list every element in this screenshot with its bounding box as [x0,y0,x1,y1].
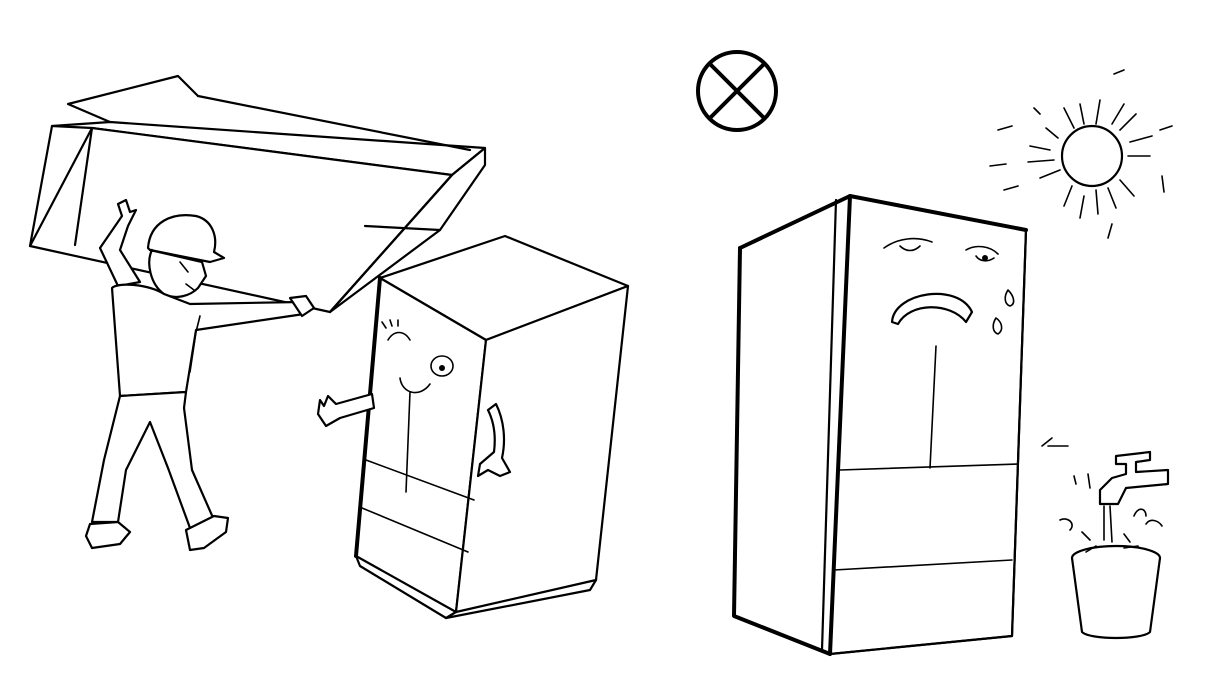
faucet-icon [1041,437,1170,543]
bucket-icon [1070,544,1162,640]
sun-icon [989,69,1173,239]
worker-figure [84,198,316,552]
cardboard-box [28,74,487,314]
prohibited-symbol [696,50,778,132]
fridge-character-sad [732,194,1028,656]
fridge-character-happy [316,234,630,620]
